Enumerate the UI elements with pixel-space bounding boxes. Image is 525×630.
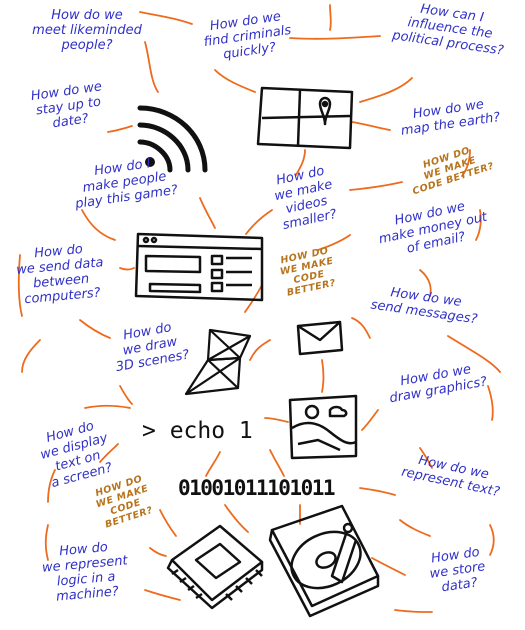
connector-line: [351, 121, 391, 131]
browser-window-icon: [134, 232, 264, 302]
question-send-data: How do we send data between computers?: [15, 241, 105, 308]
connector-line: [447, 335, 501, 373]
connector-line: [119, 267, 135, 271]
connector-line: [371, 557, 406, 576]
connector-line: [79, 319, 111, 339]
connector-line: [361, 409, 379, 431]
connector-line: [269, 449, 285, 477]
connector-line: [487, 385, 494, 421]
connector-line: [47, 469, 56, 503]
connector-line: [224, 504, 249, 533]
connector-line: [399, 519, 431, 537]
connector-line: [321, 359, 325, 393]
connector-line: [359, 77, 413, 103]
connector-line: [139, 11, 193, 25]
wireframe-3d-icon: [184, 328, 252, 396]
envelope-icon: [296, 320, 344, 356]
connector-line: [295, 149, 306, 176]
rss-icon: [137, 105, 208, 173]
connector-line: [99, 443, 119, 463]
connector-line: [419, 447, 433, 469]
connector-line: [44, 524, 49, 561]
cpu-chip-icon: [166, 524, 264, 610]
connector-line: [489, 524, 495, 556]
connector-line: [144, 41, 159, 93]
connector-line: [199, 197, 216, 229]
connector-lines: [17, 4, 501, 613]
connector-line: [329, 4, 332, 31]
connector-line: [461, 149, 471, 177]
connector-line: [107, 125, 133, 133]
connector-line: [349, 181, 403, 191]
hard-disk-icon: [268, 504, 380, 618]
binary-digits-text: 01001011101011: [178, 476, 336, 500]
question-meet-likeminded: How do we meet likeminded people?: [32, 8, 142, 53]
connector-line: [81, 209, 116, 241]
connector-line: [359, 487, 396, 496]
connector-line: [351, 317, 371, 339]
connector-line: [149, 547, 167, 557]
image-icon: [288, 394, 358, 460]
connector-line: [264, 417, 289, 423]
connector-line: [84, 404, 131, 409]
connector-line: [144, 589, 181, 601]
console-echo-text: > echo 1: [142, 418, 253, 444]
map-icon: [256, 86, 354, 150]
connector-line: [21, 339, 41, 373]
connector-line: [214, 69, 256, 93]
connector-line: [17, 254, 23, 317]
connector-line: [475, 209, 482, 241]
connector-line: [245, 209, 273, 235]
connector-line: [289, 35, 381, 40]
connector-line: [394, 609, 433, 613]
connector-line: [317, 234, 351, 251]
connector-line: [419, 269, 432, 297]
question-represent-logic: How do we represent logic in a machine?: [41, 539, 129, 605]
connector-line: [249, 339, 271, 361]
connector-line: [119, 385, 133, 405]
connector-line: [159, 509, 177, 537]
connector-line: [205, 451, 221, 477]
